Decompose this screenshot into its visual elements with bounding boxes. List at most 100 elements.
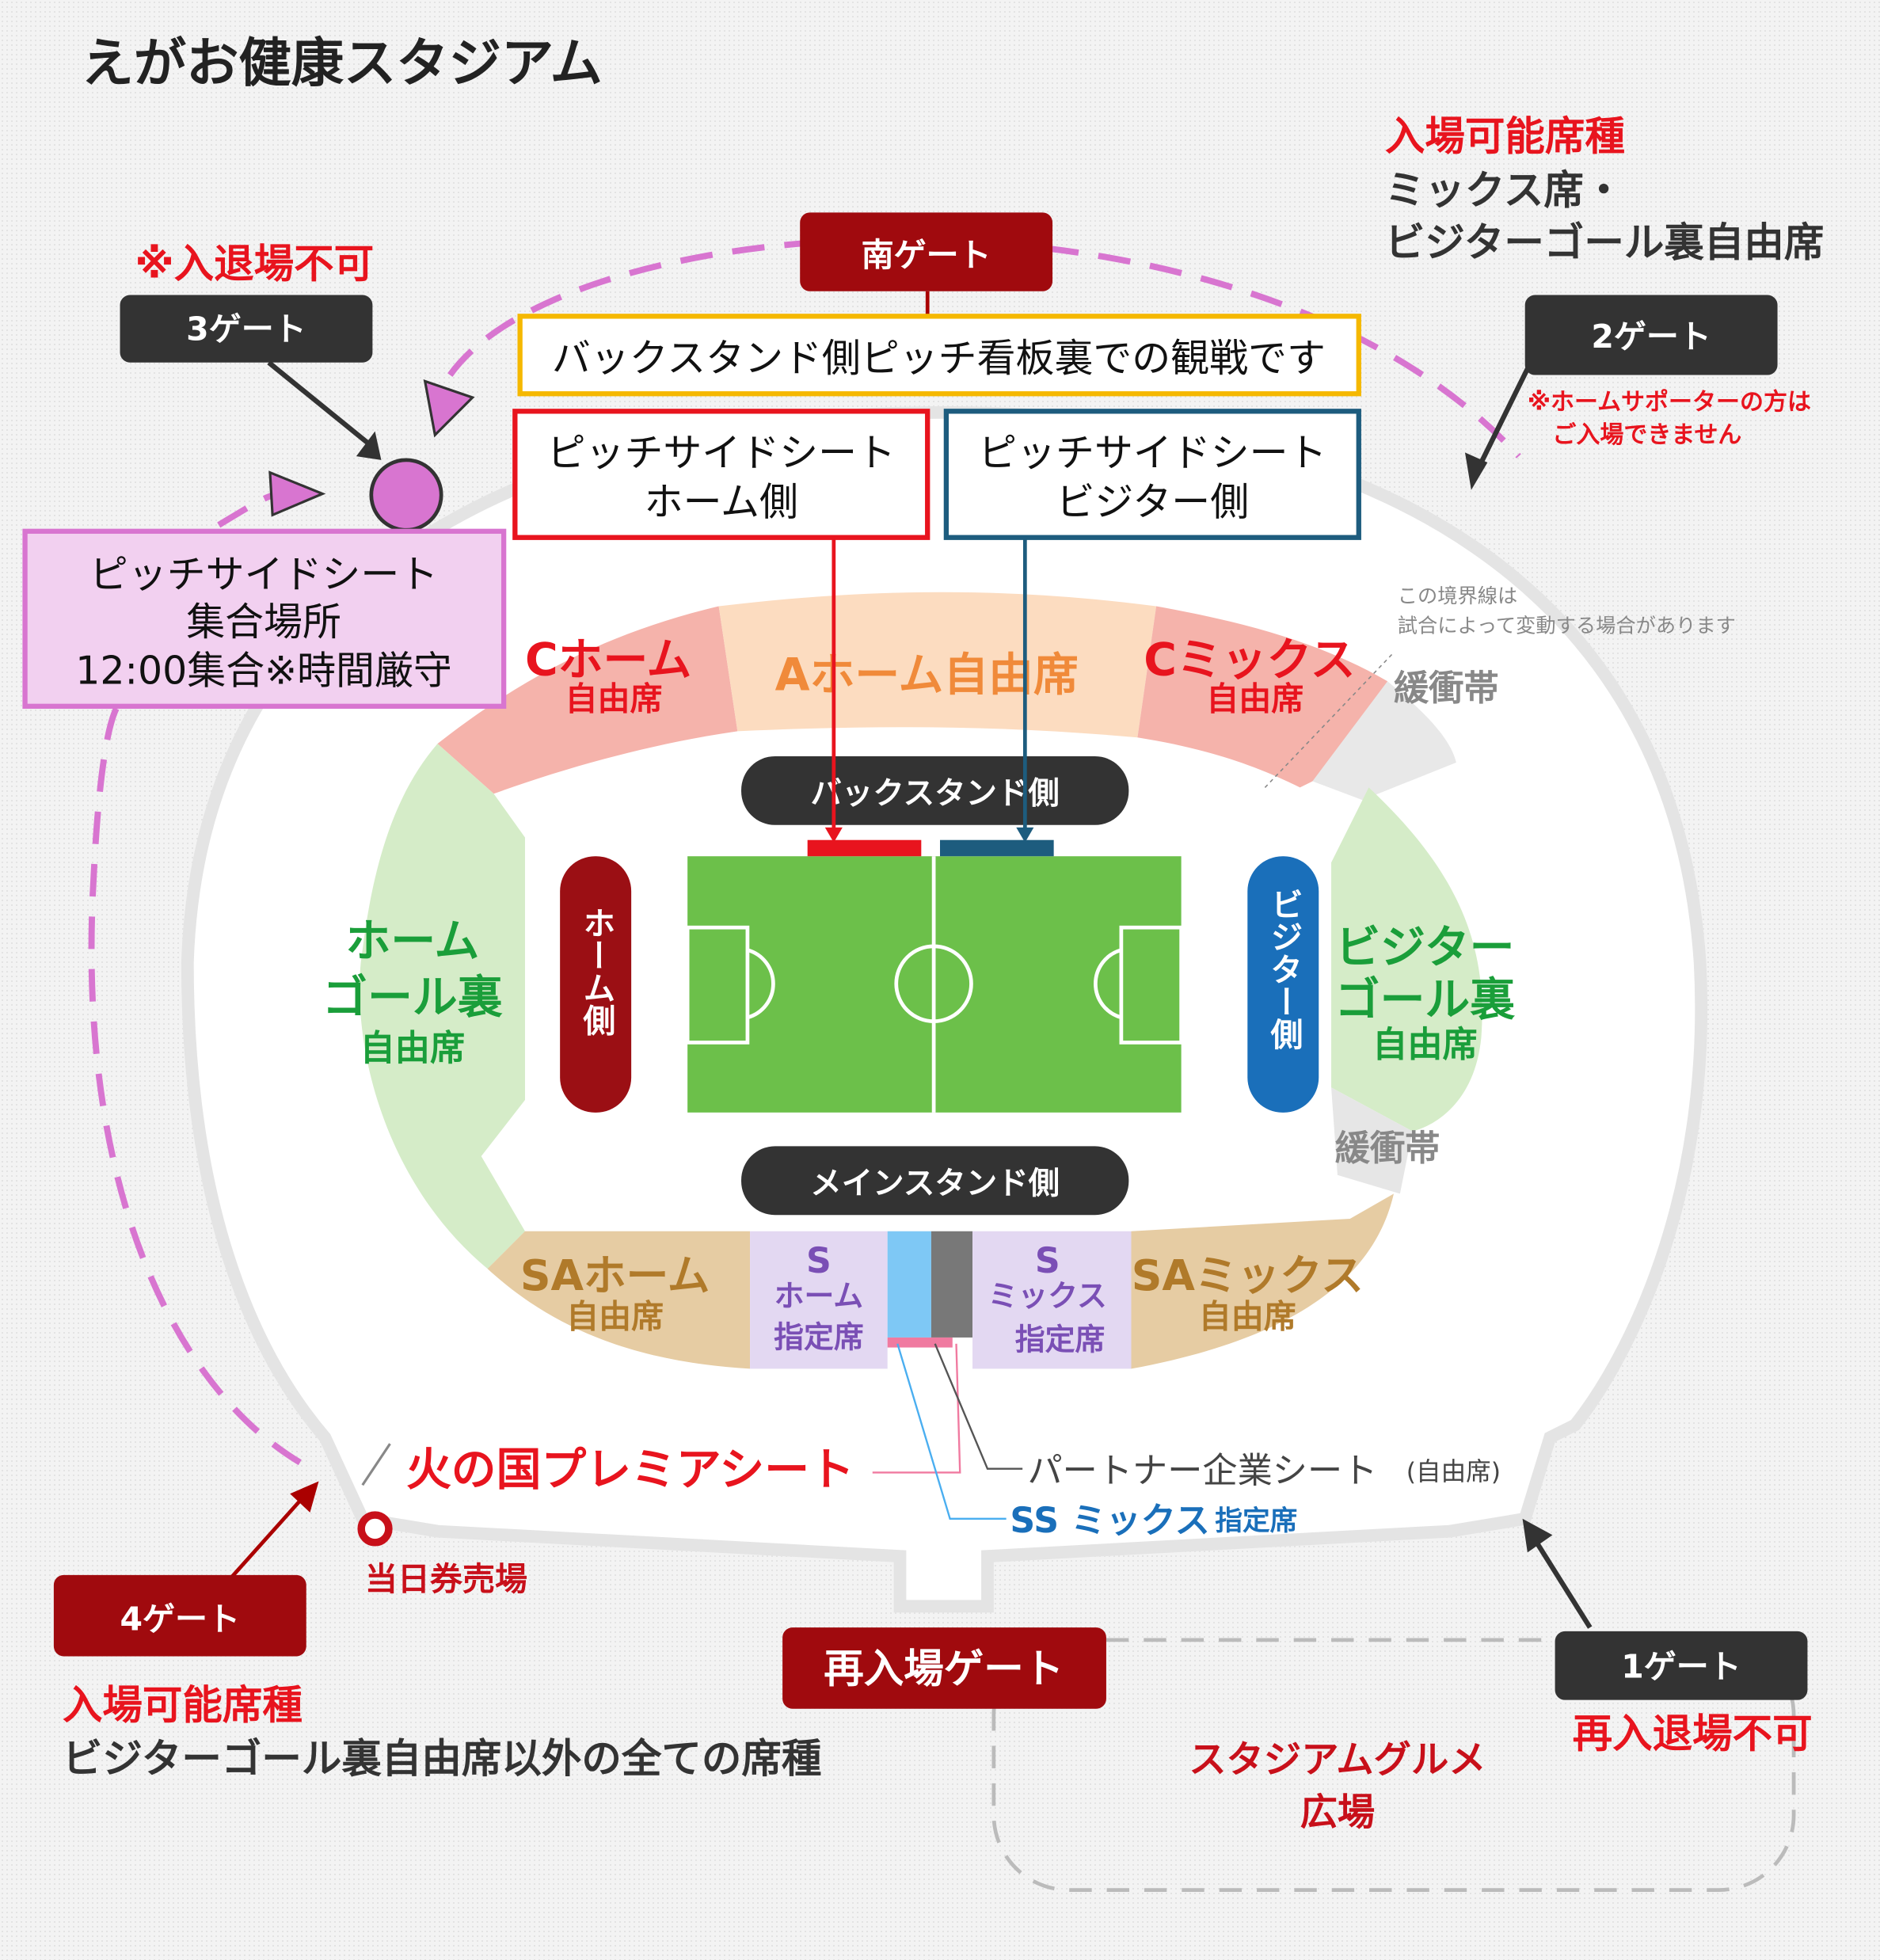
section-s-mix bbox=[972, 1231, 1132, 1369]
boundary-note-1: この境界線は bbox=[1398, 584, 1518, 607]
back-stand-pill bbox=[741, 755, 1129, 825]
backstand-note: バックスタンド側ピッチ看板裏での観戦です bbox=[552, 336, 1326, 381]
gate4-label: 4ゲート bbox=[120, 1600, 241, 1638]
gate4-heading: 入場可能席種 bbox=[63, 1681, 303, 1728]
gate3-label: 3ゲート bbox=[186, 310, 306, 348]
home-goal-label-3: 自由席 bbox=[360, 1029, 466, 1069]
premier-label: 火の国プレミアシート bbox=[406, 1444, 854, 1496]
gate1-warning: 再入退場不可 bbox=[1573, 1711, 1813, 1757]
home-goal-label-1: ホーム bbox=[346, 915, 480, 968]
gate1-arrowhead bbox=[1522, 1518, 1553, 1553]
c-home-label: Cホーム bbox=[525, 634, 691, 686]
gate2-line-1: ミックス席・ bbox=[1385, 166, 1623, 213]
s-mix-label-1: S bbox=[1035, 1241, 1060, 1281]
main-stand-label: メインスタンド側 bbox=[810, 1165, 1060, 1201]
sa-mix-sub: 自由席 bbox=[1199, 1297, 1296, 1335]
a-home-label: Aホーム自由席 bbox=[775, 649, 1079, 701]
partner-label: パートナー企業シート bbox=[1027, 1451, 1377, 1491]
sa-home-label: SAホーム bbox=[520, 1250, 710, 1300]
meeting-line-1: ピッチサイドシート bbox=[89, 552, 438, 597]
meeting-place-box bbox=[22, 528, 507, 709]
ticket-booth-label[interactable]: 当日券売場 bbox=[365, 1560, 527, 1598]
buffer-zone-top bbox=[1312, 681, 1456, 801]
gate1-arrow bbox=[1535, 1542, 1593, 1629]
s-home-label-1: S bbox=[806, 1241, 832, 1281]
section-partner bbox=[930, 1231, 973, 1338]
buffer-zone-right bbox=[1331, 1087, 1413, 1194]
gate3-arrowhead bbox=[356, 431, 382, 460]
ss-mix-sub: 指定席 bbox=[1215, 1505, 1297, 1537]
ss-mix-label: SS ミックス bbox=[1010, 1501, 1209, 1541]
pitchside-visitor-marker bbox=[940, 839, 1054, 857]
pitchside-visitor-line-2: ビジター側 bbox=[1056, 479, 1250, 524]
reentry-gate-badge[interactable] bbox=[782, 1627, 1106, 1709]
visitor-goal-label-3: 自由席 bbox=[1372, 1025, 1478, 1065]
south-gate-badge[interactable] bbox=[800, 212, 1053, 291]
gate3-arrow bbox=[267, 360, 371, 446]
boundary-note-2: 試合によって変動する場合があります bbox=[1398, 615, 1736, 637]
home-side-pill bbox=[560, 856, 632, 1113]
gate2-line-2: ビジターゴール裏自由席 bbox=[1385, 219, 1825, 266]
main-stand-pill bbox=[741, 1146, 1129, 1216]
gate1-badge[interactable] bbox=[1555, 1631, 1808, 1700]
home-goal-label-2: ゴール裏 bbox=[322, 972, 502, 1024]
boundary-line bbox=[1264, 652, 1395, 788]
section-c-mix bbox=[1137, 606, 1388, 788]
pitchside-home-line-1: ピッチサイドシート bbox=[547, 431, 896, 476]
section-home-goal bbox=[360, 744, 525, 1269]
section-sa-mix bbox=[1131, 1193, 1394, 1369]
gate2-badge[interactable] bbox=[1524, 295, 1778, 375]
pitchside-home-pointer-head bbox=[824, 827, 843, 843]
pitchside-visitor-pointer-head bbox=[1016, 827, 1034, 843]
gate2-warning-2: ご入場できません bbox=[1552, 421, 1741, 449]
c-home-sub: 自由席 bbox=[565, 680, 662, 718]
visitor-side-label: ビジター側 bbox=[1265, 888, 1304, 1050]
gourmet-area bbox=[991, 1638, 1796, 1892]
meeting-point-marker bbox=[369, 458, 443, 532]
section-c-home bbox=[437, 606, 738, 794]
section-ss-mix bbox=[887, 1231, 931, 1338]
pitchside-visitor-box bbox=[943, 409, 1361, 540]
gourmet-label-1: スタジアムグルメ bbox=[1189, 1738, 1486, 1782]
gate3-warning: ※入退場不可 bbox=[135, 240, 374, 287]
home-side-label: ホーム側 bbox=[577, 906, 617, 1036]
gate4-badge[interactable] bbox=[53, 1574, 306, 1657]
s-home-label-2: ホーム bbox=[774, 1278, 864, 1313]
sa-home-sub: 自由席 bbox=[566, 1297, 664, 1335]
gate4-line: ビジターゴール裏自由席以外の全ての席種 bbox=[63, 1735, 822, 1782]
gate2-arrow bbox=[1479, 367, 1530, 464]
gate2-warning-1: ※ホームサポーターの方は bbox=[1528, 389, 1811, 417]
visitor-side-pill bbox=[1247, 856, 1319, 1113]
visitor-goal-label-1: ビジター bbox=[1335, 921, 1514, 973]
ticket-booth-icon bbox=[357, 1511, 393, 1547]
gate3-badge[interactable] bbox=[120, 295, 373, 363]
c-mix-sub: 自由席 bbox=[1206, 680, 1303, 718]
back-stand-label: バックスタンド側 bbox=[810, 775, 1059, 812]
premier-slash bbox=[361, 1443, 391, 1486]
sa-mix-label: SAミックス bbox=[1132, 1250, 1364, 1300]
partner-leader bbox=[934, 1343, 1023, 1470]
gate1-label: 1ゲート bbox=[1621, 1647, 1741, 1685]
section-a-home bbox=[718, 592, 1157, 738]
gate2-heading: 入場可能席種 bbox=[1385, 112, 1625, 159]
meeting-line-3: 12:00集合※時間厳守 bbox=[75, 648, 452, 693]
meeting-line-2: 集合場所 bbox=[186, 599, 341, 645]
backstand-note-box bbox=[517, 314, 1361, 397]
section-sa-home bbox=[487, 1231, 751, 1369]
gate2-arrowhead bbox=[1464, 452, 1488, 490]
s-home-label-3: 指定席 bbox=[774, 1320, 864, 1355]
buffer-label-right: 緩衝帯 bbox=[1335, 1128, 1440, 1169]
pitch bbox=[685, 856, 1184, 1113]
direction-triangle-2 bbox=[268, 470, 326, 517]
pitchside-visitor-line-1: ピッチサイドシート bbox=[978, 431, 1326, 476]
page-title: えがお健康スタジアム bbox=[82, 32, 603, 94]
pitchside-home-box bbox=[512, 409, 930, 540]
gate4-arrowhead bbox=[290, 1481, 319, 1513]
gourmet-label-2: 広場 bbox=[1300, 1791, 1376, 1835]
direction-triangle-1 bbox=[423, 379, 475, 438]
pitchside-home-marker bbox=[807, 839, 922, 857]
c-mix-label: Cミックス bbox=[1144, 634, 1355, 686]
ss-leader bbox=[896, 1343, 1007, 1520]
